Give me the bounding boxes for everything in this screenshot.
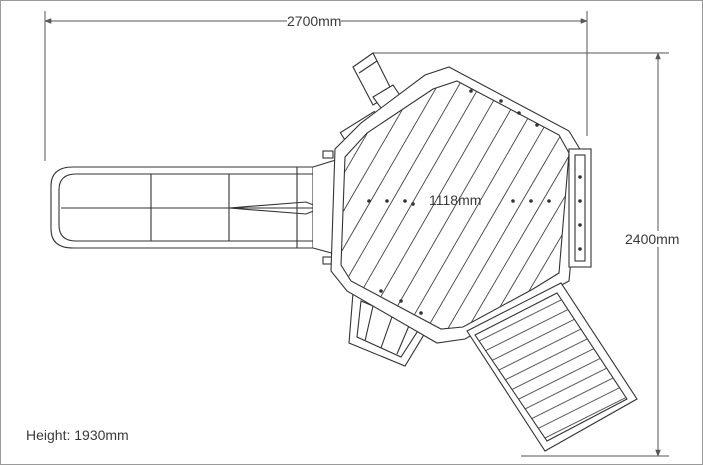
width-label: 2700mm <box>287 13 342 29</box>
deck-label: 1118mm <box>429 192 482 208</box>
deck-bolts <box>367 89 551 315</box>
ramp-ladder <box>466 282 638 452</box>
octagonal-deck <box>330 66 582 344</box>
height-note: Height: 1930mm <box>26 427 129 443</box>
side-rail <box>568 148 592 268</box>
depth-label: 2400mm <box>625 231 680 247</box>
depth-dimension <box>373 52 669 457</box>
slide <box>50 150 348 265</box>
